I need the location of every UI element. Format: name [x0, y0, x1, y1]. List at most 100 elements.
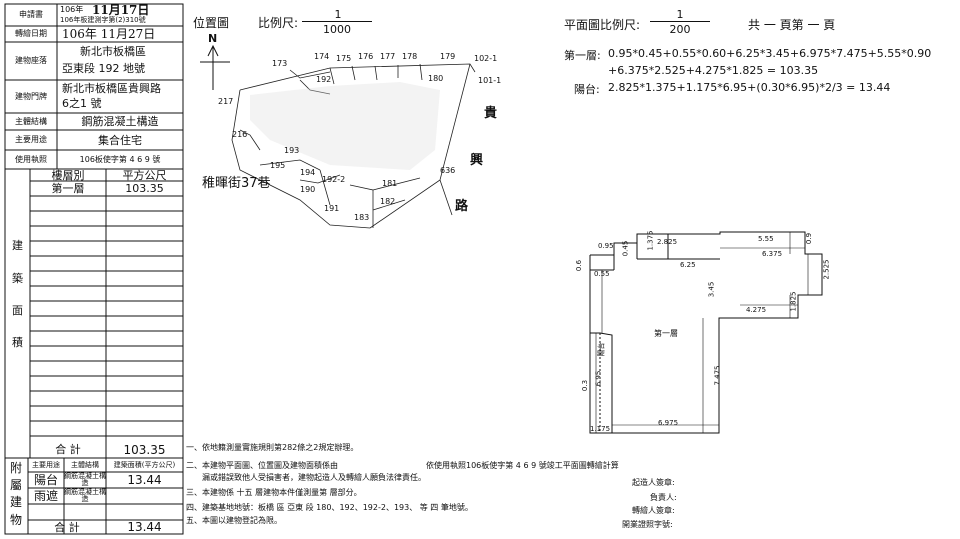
parcel-number: 177	[380, 52, 396, 61]
page-count: 共 一 頁第 一 頁	[748, 18, 836, 32]
plan-dimension: 1.175	[590, 425, 611, 433]
parcel-number: 102-1	[474, 54, 498, 63]
plan-dimension: 3.45	[707, 281, 716, 298]
drafter-signature-label: 轉繪人簽章:	[632, 506, 675, 515]
plan-dimension: 6.975	[658, 419, 679, 427]
plan-dimension: 4.275	[746, 306, 767, 314]
annex-side-label-1: 附	[10, 461, 23, 475]
license-number-label: 開業證照字號:	[622, 520, 673, 529]
road-name-char: 路	[455, 199, 469, 214]
parcel-number: 180	[428, 74, 444, 83]
responsible-person-label: 負責人:	[650, 493, 677, 502]
parcel-number: 216	[232, 130, 248, 139]
parcel-number: 175	[336, 54, 352, 63]
structure-value: 鋼筋混凝土構造	[81, 115, 159, 128]
plan-dimension: 1.825	[789, 291, 798, 312]
parcel-number: 182	[380, 197, 396, 206]
annex-header-structure: 主體結構	[71, 460, 99, 469]
transfer-date: 106年 11月27日	[62, 27, 156, 41]
builder-signature-label: 起造人簽章:	[632, 478, 675, 487]
plan-scale-numerator: 1	[676, 8, 684, 21]
area-header-unit: 平方公尺	[122, 169, 167, 181]
plan-dimension: 6.95	[594, 370, 603, 387]
location-map-title: 位置圖	[193, 16, 230, 30]
formula-floor1-label: 第一層:	[564, 49, 601, 62]
annex-side-label-4: 物	[10, 513, 23, 527]
note-4: 四、建築基地地號：板橋 區 亞東 段 180、192、192-2、193、 等 …	[186, 503, 473, 512]
plan-dimension: 0.9	[805, 232, 814, 245]
parcel-number: 195	[270, 161, 286, 170]
area-total-value: 103.35	[123, 442, 166, 457]
license-label: 使用執照	[15, 154, 47, 164]
annex-row-area: 13.44	[127, 473, 162, 487]
formula-balcony: 2.825*1.375+1.175*6.95+(0.30*6.95)*2/3 =…	[608, 81, 891, 94]
formula-floor1-line1: 0.95*0.45+0.55*0.60+6.25*3.45+6.975*7.47…	[608, 47, 932, 60]
annex-row-use: 雨遮	[33, 489, 58, 503]
parcel-number: 636	[440, 166, 456, 175]
annex-total-label: 合 計	[54, 520, 80, 534]
plan-dimension: 6.375	[762, 250, 783, 258]
annex-total-value: 13.44	[127, 520, 162, 534]
plan-dimension: 0.3	[581, 379, 590, 392]
note-1: 一、依地籍測量實施規則第282條之2規定辦理。	[186, 443, 359, 452]
annex-header-use: 主要用途	[32, 460, 60, 469]
door-line2: 6之1 號	[62, 97, 102, 110]
parcel-number: 179	[440, 52, 456, 61]
door-label: 建物門牌	[15, 91, 47, 101]
plan-dimension: 2.825	[657, 238, 678, 246]
use-value: 集合住宅	[98, 133, 142, 147]
road-name-char: 貴	[484, 106, 498, 121]
door-line1: 新北市板橋區貴興路	[62, 82, 161, 95]
plan-dimension: 0.95	[598, 242, 614, 250]
area-side-label-2: 築	[12, 272, 23, 285]
use-label: 主要用途	[15, 135, 47, 144]
annex-row-structure: 鋼筋混凝土構造	[64, 472, 106, 487]
area-header-floor: 樓層別	[51, 169, 85, 181]
area-row-value: 103.35	[125, 182, 164, 195]
annex-row-structure: 鋼筋混凝土構造	[64, 488, 106, 503]
location-map-scale-denominator: 1000	[323, 23, 351, 36]
area-side-label-4: 積	[12, 336, 23, 349]
plan-dimension: 5.55	[758, 235, 774, 243]
license-value: 106板使字第 4 6 9 號	[79, 154, 161, 164]
annex-side-label-3: 建	[10, 495, 23, 509]
parcel-number: 193	[284, 146, 300, 155]
structure-label: 主體結構	[15, 116, 47, 126]
application-label: 申請書	[19, 10, 43, 19]
area-side-label-3: 面	[12, 304, 23, 317]
north-label: N	[208, 32, 218, 45]
note-2a: 二、本建物平面圖、位置圖及建物面積係由	[186, 461, 338, 470]
plan-dimension: 6.25	[680, 261, 696, 269]
area-row-floor: 第一層	[51, 182, 85, 195]
plan-dimension: 0.45	[621, 240, 630, 257]
application-month-day: 11月17日	[92, 3, 150, 17]
plan-scale-label: 平面圖比例尺:	[564, 18, 641, 32]
location-map-scale-bar	[302, 21, 372, 22]
plan-dimension: 2.525	[822, 259, 831, 280]
formula-balcony-label: 陽台:	[574, 83, 600, 96]
note-5: 五、本圖以建物登記為限。	[186, 516, 282, 525]
plan-scale-bar	[650, 21, 710, 22]
plan-dimension: 1.375	[646, 230, 655, 251]
note-2c: 漏或錯誤致他人受損害者，建物起造人及轉繪人願負法律責任。	[202, 473, 426, 482]
plan-scale-denominator: 200	[669, 23, 691, 36]
application-year: 106年	[60, 5, 84, 14]
site-label: 建物座落	[15, 56, 47, 65]
annex-header-area: 建築面積(平方公尺)	[113, 460, 176, 469]
application-number: 106年板建測字第(2)310號	[60, 16, 146, 24]
location-map-scale-numerator: 1	[334, 8, 342, 21]
parcel-number: 192-2	[322, 175, 346, 184]
area-total-label: 合 計	[55, 443, 81, 456]
north-arrow-icon	[207, 44, 219, 57]
plan-balcony-label: 陽台	[597, 342, 606, 357]
note-2b: 依使用執照106板使字第 4 6 9 號竣工平面圖轉繪計算	[426, 461, 619, 470]
site-line2: 亞東段 192 地號	[62, 62, 145, 75]
parcel-number: 101-1	[478, 76, 502, 85]
parcel-number: 194	[300, 168, 316, 177]
parcel-number: 173	[272, 59, 288, 68]
location-map-scale-label: 比例尺:	[258, 16, 299, 30]
road-name-char: 興	[470, 153, 484, 168]
